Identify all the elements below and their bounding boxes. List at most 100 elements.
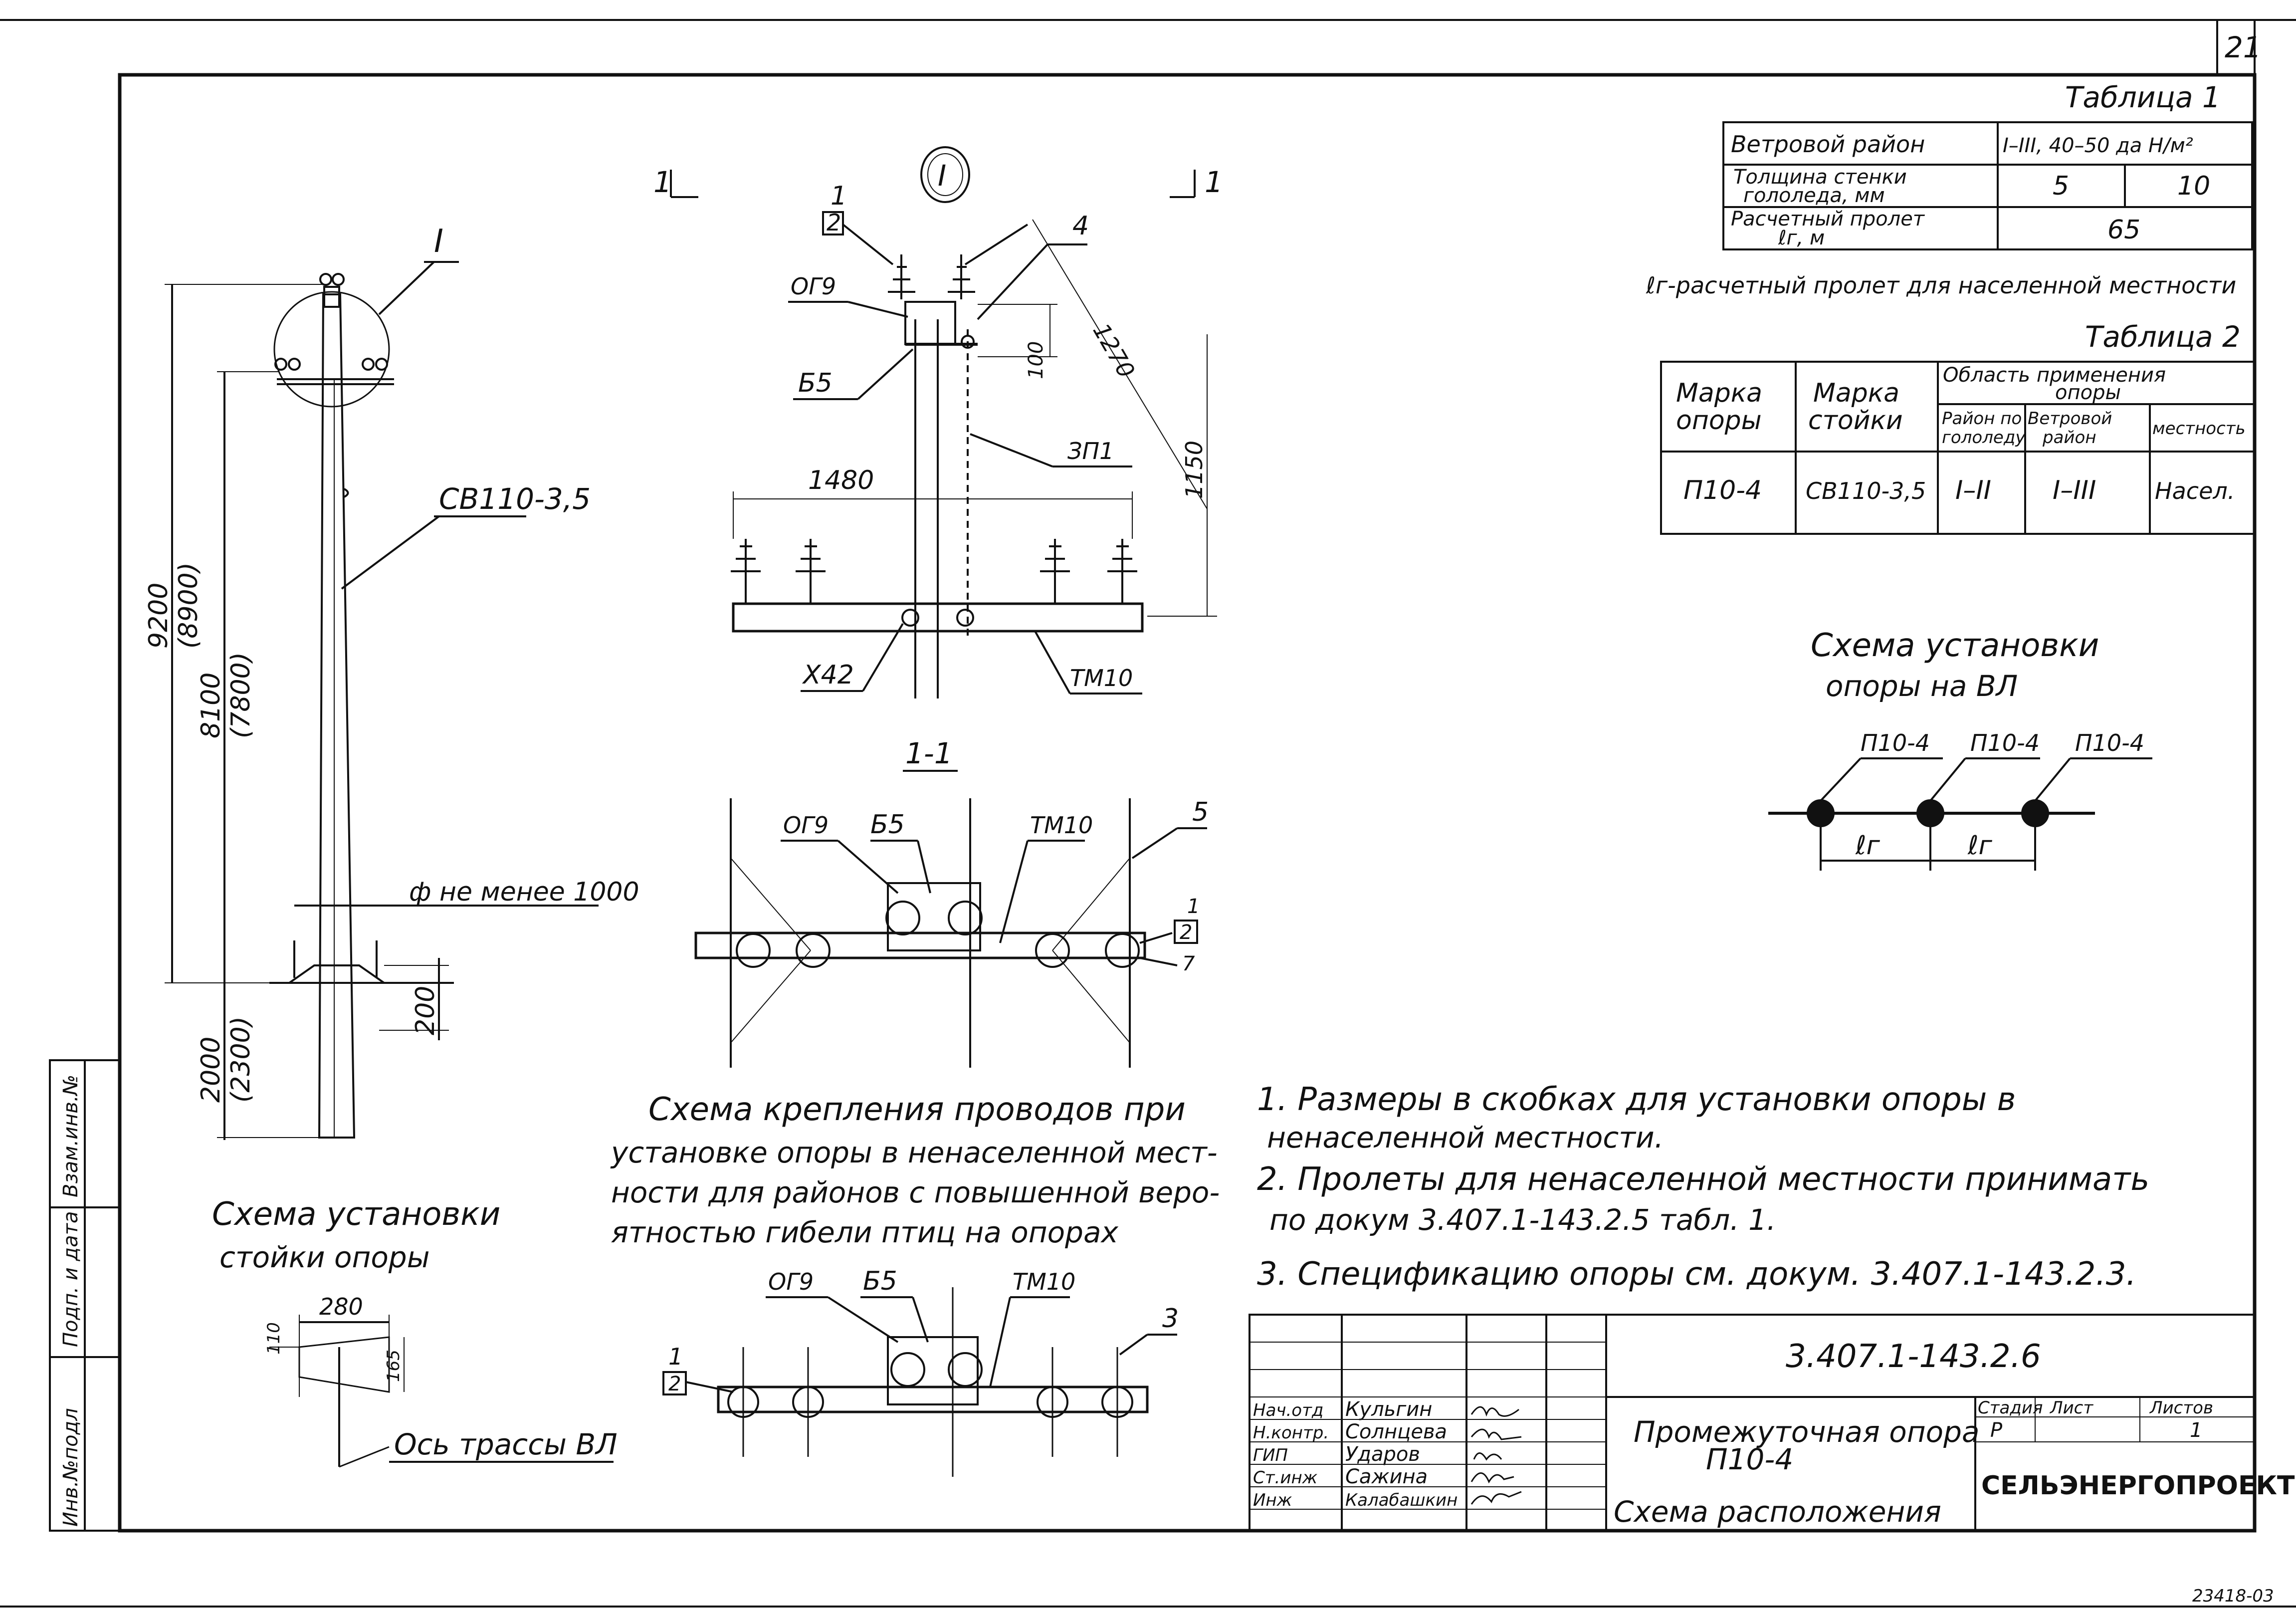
tb-role-5: Инж — [1253, 1490, 1292, 1510]
section-tm10: ТМ10 — [1030, 812, 1093, 839]
support-dot-1 — [1807, 799, 1835, 827]
tb-name-3: Ударов — [1345, 1443, 1420, 1466]
section-1-1: 1-1 ОГ9 Б5 ТМ10 5 1 2 7 — [694, 736, 1209, 1068]
section-label-2: 2 — [1180, 921, 1192, 944]
section-label-1: 1 — [1187, 895, 1200, 918]
table-1-span-label-a: Расчетный пролет — [1731, 208, 1925, 231]
dim-total-alt: (8900) — [174, 562, 204, 649]
table-2-h-support-b: опоры — [1676, 406, 1762, 436]
birds-text-4: ятностью гибели птиц на опорах — [611, 1215, 1118, 1249]
post-install-title-a: Схема установки — [212, 1196, 500, 1233]
post-install-110: 110 — [264, 1322, 284, 1355]
line-scheme-span-2: ℓг — [1967, 831, 1992, 861]
birds-text-2: установке опоры в ненаселенной мест- — [610, 1136, 1218, 1169]
birds-og9: ОГ9 — [768, 1268, 814, 1295]
birds-scheme: Схема крепления проводов при установке о… — [610, 1091, 1220, 1477]
tb-org: СЕЛЬЭНЕРГОПРОЕКТ — [1981, 1471, 2295, 1501]
table-2-wind: I–III — [2053, 475, 2096, 505]
section-left-number: 1 — [653, 165, 672, 199]
tb-title-2: П10-4 — [1706, 1442, 1793, 1476]
table-1-note: ℓг-расчетный пролет для населенной местн… — [1646, 272, 2236, 299]
birds-b5: Б5 — [863, 1266, 897, 1296]
dim-100: 100 — [1025, 341, 1047, 379]
page-number-box — [2216, 20, 2256, 76]
footer-code: 23418-03 — [2192, 1586, 2274, 1606]
birds-label-1: 1 — [668, 1343, 683, 1370]
table-2-h-post-b: стойки — [1808, 406, 1903, 436]
table-1-ice-value-2: 10 — [2177, 171, 2210, 201]
table-2-place: Насел. — [2155, 477, 2235, 504]
tb-role-1: Нач.отд — [1253, 1400, 1323, 1420]
page-number: 21 — [2225, 30, 2262, 64]
note-line-5: 3. Спецификацию опоры см. докум. 3.407.1… — [1257, 1256, 2136, 1293]
detail-label-4: 4 — [1072, 211, 1089, 241]
line-scheme-span-1: ℓг — [1855, 831, 1880, 861]
table-1-ice-label-b: гололеда, мм — [1743, 184, 1885, 207]
dim-1480: 1480 — [808, 465, 874, 495]
tb-role-2: Н.контр. — [1253, 1423, 1329, 1443]
table-2-ice: I–II — [1955, 475, 1991, 505]
table-2-h-support-a: Марка — [1676, 378, 1762, 408]
table-2-h-ice-a: Район по — [1942, 409, 2022, 429]
birds-label-2: 2 — [668, 1373, 681, 1395]
pole-elevation: I ф не менее 1000 СВ110-3,5 9200 — [144, 223, 639, 1140]
tb-name-2: Солнцева — [1345, 1420, 1447, 1443]
tb-role-3: ГИП — [1253, 1445, 1288, 1465]
table-2-h-wind-b: район — [2042, 428, 2096, 448]
note-line-2: ненаселенной местности. — [1267, 1121, 1664, 1155]
line-scheme-support-2: П10-4 — [1970, 729, 2040, 756]
pit-diameter-label: ф не менее 1000 — [409, 877, 639, 907]
dim-1270: 1270 — [1087, 319, 1140, 383]
detail-label-b5: Б5 — [798, 368, 833, 398]
line-scheme-support-1: П10-4 — [1861, 729, 1930, 756]
note-line-3: 2. Пролеты для ненаселенной местности пр… — [1257, 1161, 2149, 1198]
dim-total: 9200 — [144, 583, 174, 649]
note-line-4: по докум 3.407.1-143.2.5 табл. 1. — [1269, 1203, 1776, 1237]
detail-label-1: 1 — [831, 181, 847, 211]
table-1-ice-label-a: Толщина стенки — [1733, 166, 1907, 189]
table-2-h-area-b: опоры — [2055, 381, 2121, 404]
table-1-wind-label: Ветровой район — [1731, 131, 1925, 158]
notes: 1. Размеры в скобках для установки опоры… — [1257, 1081, 2149, 1293]
post-install-axis: Ось трассы ВЛ — [394, 1427, 618, 1461]
birds-text-3: ности для районов с повышенной веро- — [611, 1175, 1220, 1209]
section-og9: ОГ9 — [783, 812, 829, 839]
side-stamp: Инв.№подл Подп. и дата Взам.инв.№ — [49, 1059, 121, 1532]
line-scheme-title-b: опоры на ВЛ — [1826, 669, 2018, 703]
table-1: Таблица 1 Ветровой район I–III, 40–50 да… — [1646, 80, 2253, 299]
tb-name-5: Калабашкин — [1345, 1490, 1458, 1510]
tb-name-1: Кульгин — [1345, 1398, 1432, 1421]
table-2: Таблица 2 Марка опоры Марка стойки Облас… — [1660, 320, 2256, 535]
birds-text-1: Схема крепления проводов при — [648, 1091, 1186, 1128]
line-scheme-title-a: Схема установки — [1811, 627, 2099, 664]
detail-I-callout-circle — [273, 291, 390, 408]
section-b5: Б5 — [870, 810, 905, 840]
tb-sheet-hdr: Лист — [2049, 1398, 2093, 1418]
note-line-1: 1. Размеры в скобках для установки опоры… — [1257, 1081, 2016, 1118]
post-install-165: 165 — [384, 1350, 404, 1382]
detail-I: I 1 1 1 2 4 ОГ9 Б5 — [653, 146, 1223, 698]
side-stamp-inv: Инв.№подл — [59, 1408, 82, 1527]
side-stamp-replace: Взам.инв.№ — [59, 1075, 82, 1197]
section-right-number: 1 — [1205, 165, 1223, 199]
section-label-7: 7 — [1182, 952, 1195, 975]
tb-stage-val: Р — [1990, 1419, 2003, 1442]
pole-callout-I: I — [434, 223, 443, 260]
table-2-h-ice-b: гололеду — [1942, 428, 2026, 448]
tb-doc-code: 3.407.1-143.2.6 — [1786, 1338, 2041, 1375]
table-1-span-value: 65 — [2107, 215, 2140, 245]
dim-below-alt: (2300) — [226, 1016, 256, 1103]
table-2-title: Таблица 2 — [2085, 320, 2241, 354]
tb-stage-hdr: Стадия — [1978, 1398, 2043, 1418]
table-2-h-post-a: Марка — [1813, 378, 1899, 408]
table-2-post: СВ110-3,5 — [1806, 477, 1926, 504]
post-install-280: 280 — [319, 1293, 363, 1320]
detail-label-og9: ОГ9 — [791, 273, 836, 300]
section-title: 1-1 — [905, 736, 953, 770]
sheet-frame — [118, 73, 2257, 1533]
table-1-span-label-b: ℓг, м — [1778, 227, 1825, 249]
post-install-title-b: стойки опоры — [219, 1240, 430, 1274]
table-2-support: П10-4 — [1683, 475, 1762, 505]
detail-label-zp1: ЗП1 — [1067, 438, 1114, 464]
dim-above-alt: (7800) — [226, 652, 256, 738]
